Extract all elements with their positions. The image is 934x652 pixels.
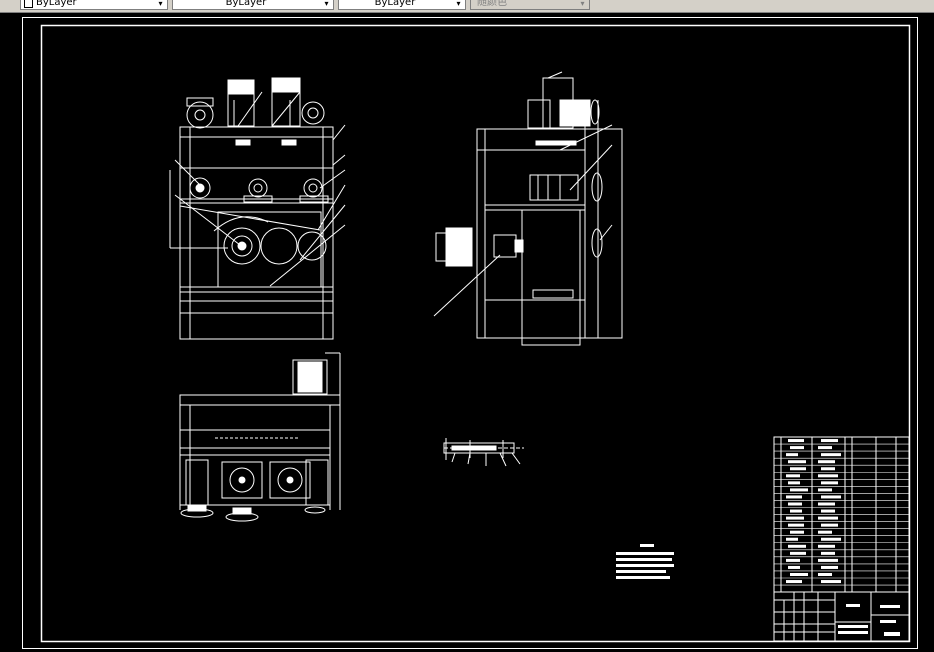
parts-row-text: [821, 495, 841, 499]
parts-row-text: [818, 502, 835, 506]
parts-row-text: [788, 523, 804, 527]
parts-row-text: [786, 474, 800, 478]
parts-list-table: [773, 436, 910, 593]
chevron-down-icon[interactable]: ▾: [324, 0, 329, 8]
sheet-inner-border: [40, 24, 911, 643]
parts-row-text: [790, 551, 806, 555]
parts-row-text: [788, 544, 806, 548]
parts-row-text: [786, 558, 800, 562]
side-view: [433, 71, 623, 346]
title-block: [773, 591, 910, 642]
parts-row-text: [790, 467, 806, 471]
parts-row-text: [786, 495, 802, 499]
parts-row-text: [818, 474, 838, 478]
linetype-combo[interactable]: ByLayer ▾: [172, 0, 334, 10]
parts-row-text: [818, 558, 838, 562]
parts-row-text: [818, 573, 832, 576]
parts-row-text: [821, 551, 835, 555]
parts-row-text: [790, 446, 804, 450]
parts-row-text: [821, 523, 838, 527]
parts-row-text: [821, 509, 835, 513]
top-view: [179, 352, 341, 522]
parts-row-text: [818, 530, 832, 534]
parts-row-text: [790, 509, 802, 513]
parts-row-text: [821, 481, 838, 485]
parts-row-text: [788, 481, 800, 485]
properties-toolbar: ByLayer ▾ ByLayer ▾ ByLayer ▾ 随颜色 ▾: [0, 0, 934, 13]
parts-row-text: [821, 537, 841, 541]
technical-notes-block: [616, 544, 674, 579]
parts-row-text: [790, 488, 808, 492]
parts-row-text: [786, 537, 798, 541]
shaft-detail: [443, 438, 524, 467]
sheet-outer-border: [22, 17, 918, 649]
parts-row-text: [786, 453, 798, 457]
lineweight-combo[interactable]: ByLayer ▾: [338, 0, 466, 10]
parts-row-text: [786, 516, 804, 520]
parts-row-text: [818, 488, 832, 492]
parts-row-text: [790, 573, 808, 576]
front-view: [169, 77, 346, 340]
parts-row-text: [821, 580, 841, 584]
parts-row-text: [818, 516, 838, 520]
parts-row-text: [788, 460, 806, 464]
parts-row-text: [790, 530, 804, 534]
chevron-down-icon[interactable]: ▾: [580, 0, 585, 8]
color-combo[interactable]: ByLayer ▾: [20, 0, 168, 10]
chevron-down-icon[interactable]: ▾: [158, 0, 163, 8]
color-swatch-icon: [24, 0, 33, 8]
parts-row-text: [821, 467, 835, 471]
parts-row-text: [818, 544, 835, 548]
parts-row-text: [821, 439, 838, 443]
drawing-canvas[interactable]: [0, 13, 934, 652]
parts-row-text: [788, 502, 802, 506]
parts-row-text: [818, 460, 835, 464]
parts-row-text: [821, 453, 841, 457]
parts-row-text: [788, 565, 800, 569]
parts-row-text: [818, 446, 832, 450]
parts-row-text: [821, 565, 838, 569]
parts-row-text: [788, 439, 804, 443]
chevron-down-icon[interactable]: ▾: [456, 0, 461, 8]
cad-drawing: [22, 17, 918, 649]
parts-row-text: [786, 580, 802, 584]
plotstyle-combo[interactable]: 随颜色 ▾: [470, 0, 590, 10]
